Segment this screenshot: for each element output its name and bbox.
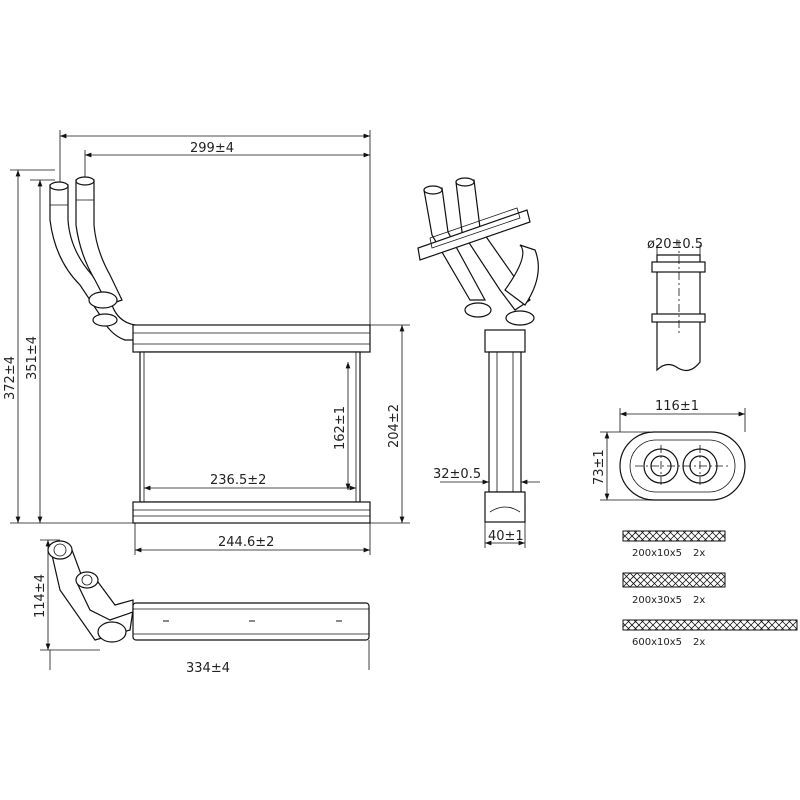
top-view: 114±4 334±4 bbox=[33, 539, 370, 676]
dim-116: 116±1 bbox=[655, 399, 699, 414]
dim-334: 334±4 bbox=[186, 661, 230, 676]
gasket-3: 600x10x5 2x bbox=[622, 619, 798, 648]
dim-204: 204±2 bbox=[387, 404, 402, 448]
gasket-3-qty: 2x bbox=[693, 637, 705, 648]
gasket-hatch-line bbox=[685, 572, 701, 588]
gasket-hatch-line bbox=[717, 530, 726, 539]
gasket-hatch-line bbox=[622, 619, 631, 628]
gasket-hatch-line bbox=[650, 572, 666, 588]
gasket-2-size: 200x30x5 bbox=[632, 595, 682, 606]
flange-detail: 116±1 73±1 bbox=[592, 399, 746, 501]
dim-32: 32±0.5 bbox=[433, 467, 481, 482]
gasket-hatch-line bbox=[717, 533, 726, 542]
dim-236-5: 236.5±2 bbox=[210, 473, 266, 488]
dim-372: 372±4 bbox=[3, 356, 18, 400]
gasket-hatch-line bbox=[622, 572, 638, 588]
gasket-hatch-line bbox=[787, 619, 798, 630]
gasket-hatch-line bbox=[629, 572, 645, 588]
gasket-hatch-line bbox=[692, 572, 708, 588]
gasket-hatch-line bbox=[643, 572, 659, 588]
gasket-hatch-line bbox=[787, 620, 798, 631]
gasket-hatch-line bbox=[699, 572, 715, 588]
dim-diameter-20: ø20±0.5 bbox=[647, 237, 703, 252]
gasket-hatch-line bbox=[671, 572, 687, 588]
dim-244-6: 244.6±2 bbox=[218, 535, 274, 550]
gasket-hatch-line bbox=[678, 572, 694, 588]
gasket-hatch-line bbox=[636, 572, 652, 588]
gasket-hatch-line bbox=[720, 582, 726, 588]
dim-299: 299±4 bbox=[190, 141, 234, 156]
gasket-hatch-line bbox=[664, 572, 680, 588]
gasket-1-size: 200x10x5 bbox=[632, 548, 682, 559]
side-view: 32±0.5 40±1 bbox=[417, 177, 540, 548]
dim-351: 351±4 bbox=[25, 336, 40, 380]
gasket-hatch-line bbox=[622, 622, 631, 631]
gasket-1: 200x10x5 2x bbox=[622, 530, 726, 559]
gasket-1-qty: 2x bbox=[693, 548, 705, 559]
gasket-2: 200x30x5 2x bbox=[622, 572, 726, 606]
gasket-hatch-line bbox=[622, 530, 631, 539]
dim-162: 162±1 bbox=[333, 406, 348, 450]
gasket-hatch-line bbox=[720, 572, 726, 578]
dim-114: 114±4 bbox=[33, 574, 48, 618]
gasket-hatch-line bbox=[657, 572, 673, 588]
front-view: 299±4 372±4 351±4 204±2 162±1 236.5±2 24… bbox=[3, 130, 410, 555]
gaskets: 200x10x5 2x 200x30x5 2x 600x10x5 2x bbox=[622, 530, 798, 648]
gasket-hatch-line bbox=[622, 533, 631, 542]
gasket-hatch-line bbox=[706, 572, 722, 588]
dim-73: 73±1 bbox=[592, 449, 607, 485]
dim-40: 40±1 bbox=[488, 529, 524, 544]
gasket-hatch-line bbox=[713, 575, 726, 588]
gasket-2-qty: 2x bbox=[693, 595, 705, 606]
gasket-3-size: 600x10x5 bbox=[632, 637, 682, 648]
pipe-detail: ø20±0.5 bbox=[647, 237, 706, 372]
gasket-hatch-line bbox=[713, 572, 726, 585]
